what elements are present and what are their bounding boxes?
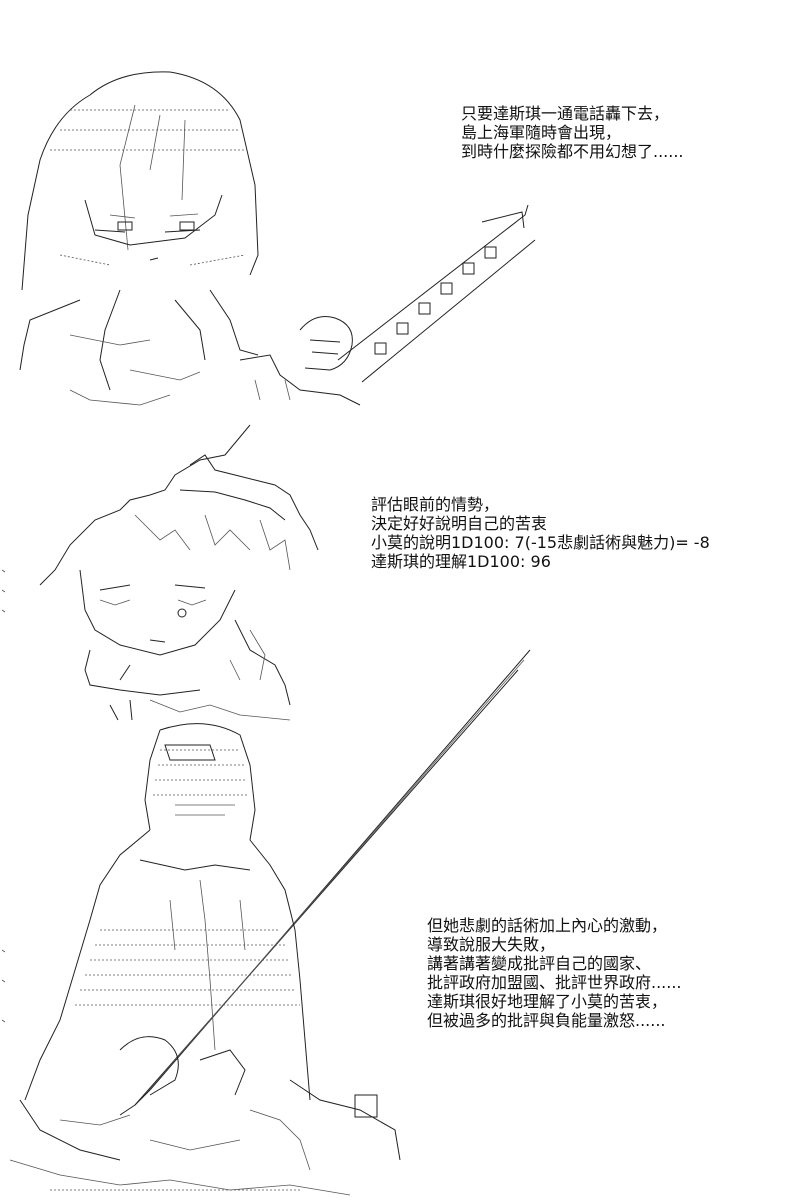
narration-line: 只要達斯琪一通電話轟下去， xyxy=(461,104,670,123)
narration-line: 達斯琪的理解1D100: 96 xyxy=(371,552,551,571)
panel-3: 但她悲劇的話術加上內心的激動， 導致說服大失敗， 講著講著變成批評自己的國家、 … xyxy=(0,649,800,1200)
narration-line: 達斯琪很好地理解了小莫的苦衷， xyxy=(427,992,668,1011)
narration-line: 到時什麼探險都不用幻想了...... xyxy=(461,142,684,161)
narration-line: 決定好好說明自己的苦衷 xyxy=(371,514,548,533)
spiky-haired-boy-icon xyxy=(1,424,319,721)
narration-line: 小莫的說明1D100: 7(-15悲劇話術與魅力)= -8 xyxy=(371,533,710,552)
narration-line: 導致說服大失敗， xyxy=(427,935,556,954)
narration-line: 講著講著變成批評自己的國家、 xyxy=(427,954,652,973)
swordswoman-with-katana-icon xyxy=(19,71,536,406)
panel-2: 評估眼前的情勢， 決定好好說明自己的苦衷 小莫的說明1D100: 7(-15悲劇… xyxy=(0,420,800,721)
narration-box: 但她悲劇的話術加上內心的激動， 導致說服大失敗， 講著講著變成批評自己的國家、 … xyxy=(427,916,682,1030)
narration-line: 但她悲劇的話術加上內心的激動， xyxy=(427,916,668,935)
narration-line: 評估眼前的情勢， xyxy=(371,495,500,514)
swordswoman-drawing-blade-icon xyxy=(1,649,531,1196)
narration-line: 批評政府加盟國、批評世界政府...... xyxy=(427,973,682,992)
narration-box: 評估眼前的情勢， 決定好好說明自己的苦衷 小莫的說明1D100: 7(-15悲劇… xyxy=(371,495,710,571)
narration-box: 只要達斯琪一通電話轟下去， 島上海軍隨時會出現， 到時什麼探險都不用幻想了...… xyxy=(461,104,684,161)
panel-1: 只要達斯琪一通電話轟下去， 島上海軍隨時會出現， 到時什麼探險都不用幻想了...… xyxy=(0,0,800,420)
narration-line: 島上海軍隨時會出現， xyxy=(461,123,622,142)
narration-line: 但被過多的批評與負能量激怒...... xyxy=(427,1011,666,1030)
